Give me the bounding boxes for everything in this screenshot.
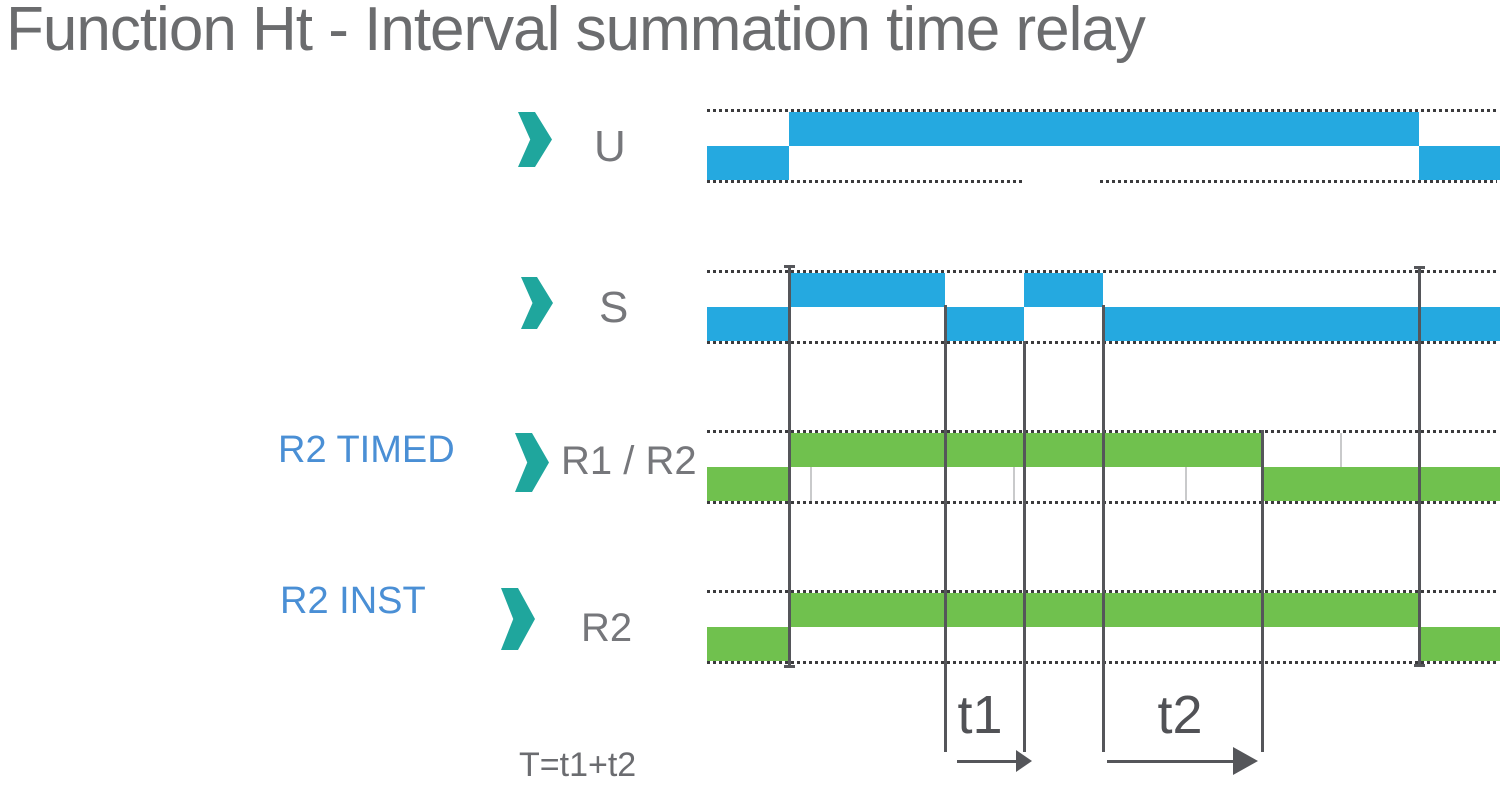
signal-bar-low-r2 <box>707 627 789 661</box>
grid-tick <box>1340 433 1342 467</box>
signal-label-r2: R2 <box>581 606 633 650</box>
signal-bar-high-s <box>1024 273 1103 307</box>
signal-bar-low-s <box>1103 307 1500 341</box>
marker-line-1024 <box>1023 341 1026 752</box>
marker-cap <box>1414 664 1425 667</box>
arrow-shaft-t2 <box>1107 760 1233 763</box>
marker-cap <box>784 265 795 268</box>
interval-label-t2: t2 <box>1157 685 1203 745</box>
marker-line-1262 <box>1261 430 1264 752</box>
arrow-right-icon <box>1233 747 1258 775</box>
marker-line-789 <box>788 265 791 668</box>
signal-bar-low-s <box>945 307 1024 341</box>
signal-bar-low-r1r2 <box>707 467 789 501</box>
dotted-line-top-u <box>707 109 1497 112</box>
signal-bar-high-u <box>789 112 1419 146</box>
grid-tick <box>1013 467 1015 501</box>
chevron-right-icon <box>515 433 549 492</box>
page-title: Function Ht - Interval summation time re… <box>6 0 1146 64</box>
marker-cap <box>1414 266 1425 269</box>
signal-bar-low-r1r2 <box>1262 467 1500 501</box>
chevron-right-icon <box>521 277 553 329</box>
signal-label-u: U <box>594 122 626 171</box>
marker-line-945 <box>944 305 947 752</box>
signal-bar-low-u <box>1419 146 1500 180</box>
marker-line-1103 <box>1102 305 1105 752</box>
interval-label-t1: t1 <box>957 685 1003 745</box>
signal-label-s: S <box>599 283 629 332</box>
signal-bar-low-s <box>707 307 789 341</box>
marker-line-1419 <box>1418 266 1421 667</box>
formula-label: T=t1+t2 <box>519 746 637 784</box>
dotted-line-bottom-u <box>707 180 1022 183</box>
arrow-right-icon <box>1016 750 1032 772</box>
arrow-shaft-t1 <box>957 760 1016 763</box>
dotted-line-top-s <box>707 270 1497 273</box>
side-label-r1r2: R2 TIMED <box>278 429 455 471</box>
signal-bar-high-s <box>789 273 945 307</box>
side-label-r2: R2 INST <box>280 580 426 622</box>
chevron-right-icon <box>501 588 535 650</box>
grid-tick <box>810 467 812 501</box>
chevron-right-icon <box>518 112 552 167</box>
signal-label-r1r2: R1 / R2 <box>561 439 697 483</box>
dotted-line-bottom-u <box>1100 180 1497 183</box>
marker-cap <box>784 665 795 668</box>
grid-tick <box>1185 467 1187 501</box>
signal-bar-low-r2 <box>1419 627 1500 661</box>
signal-bar-low-u <box>707 146 789 180</box>
